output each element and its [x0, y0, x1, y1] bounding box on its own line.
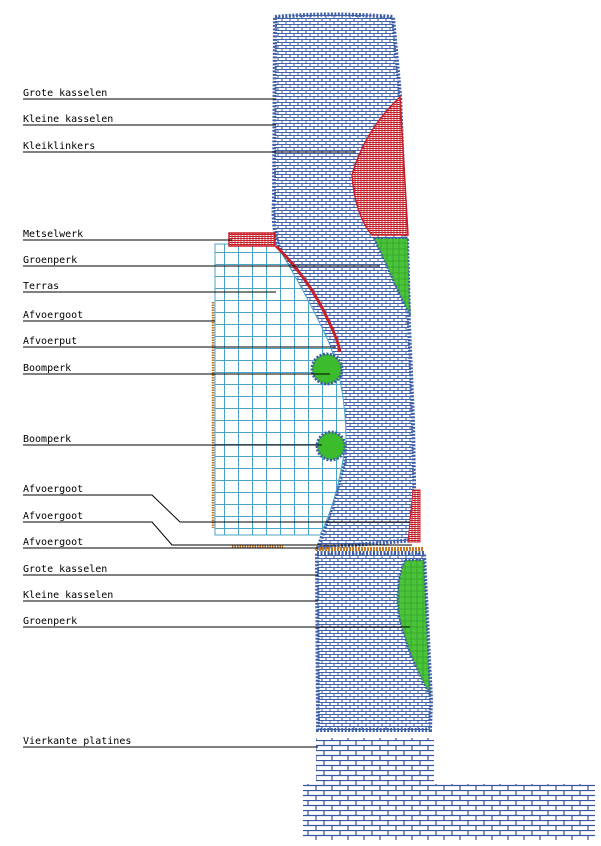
groenperk-upper	[372, 237, 411, 317]
label-metselwerk: Metselwerk	[23, 229, 83, 240]
label-kleine-kasselen-1: Kleine kasselen	[23, 114, 113, 125]
label-afvoergoot-3: Afvoergoot	[23, 511, 83, 522]
label-kleiklinkers: Kleiklinkers	[23, 141, 95, 152]
label-afvoergoot-4: Afvoergoot	[23, 537, 83, 548]
boomperk-1	[310, 352, 344, 386]
label-kleine-kasselen-2: Kleine kasselen	[23, 590, 113, 601]
platines-narrow	[316, 738, 434, 784]
label-afvoergoot-2: Afvoergoot	[23, 484, 83, 495]
platines-wide	[303, 784, 595, 840]
kleiklinkers-area	[351, 95, 409, 236]
label-groenperk-2: Groenperk	[23, 616, 77, 627]
red-strip-lower	[407, 489, 421, 543]
red-edge-curve	[274, 244, 342, 353]
metselwerk-block	[228, 232, 276, 247]
label-afvoerput: Afvoerput	[23, 336, 77, 347]
label-boomperk-2: Boomperk	[23, 434, 71, 445]
label-afvoergoot-1: Afvoergoot	[23, 310, 83, 321]
label-vierkante-platines: Vierkante platines	[23, 736, 131, 747]
label-boomperk-1: Boomperk	[23, 363, 71, 374]
label-terras: Terras	[23, 281, 59, 292]
label-grote-kasselen-2: Grote kasselen	[23, 564, 107, 575]
label-grote-kasselen-1: Grote kasselen	[23, 88, 107, 99]
terras-area	[214, 243, 347, 536]
leader-lines	[23, 98, 412, 748]
groenperk-lower	[396, 559, 431, 696]
boomperk-2	[315, 430, 347, 462]
label-groenperk-1: Groenperk	[23, 255, 77, 266]
